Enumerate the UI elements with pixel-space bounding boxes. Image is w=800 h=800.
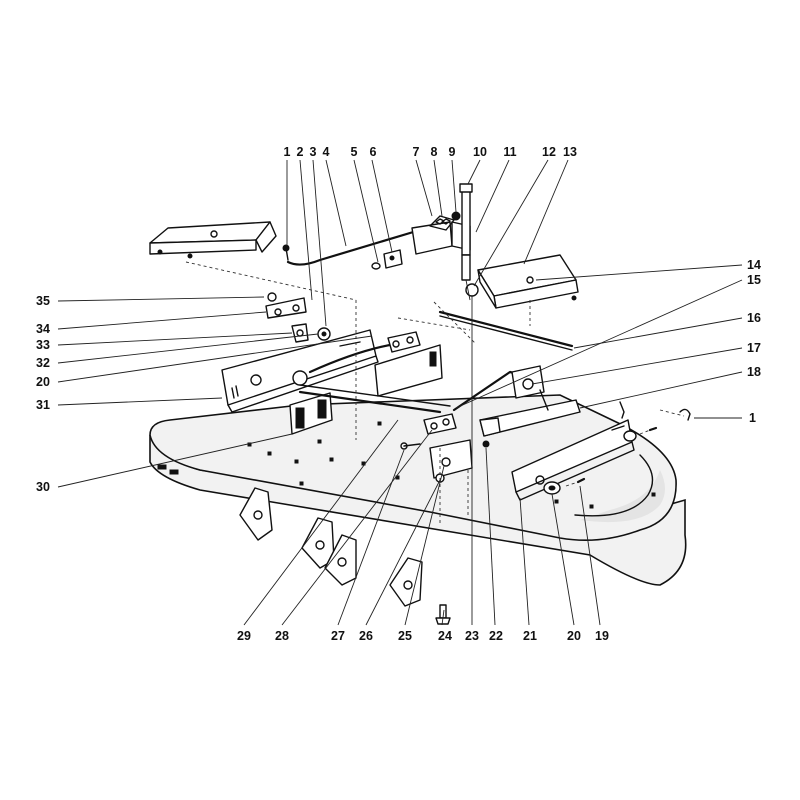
callout-12: 12	[542, 145, 556, 159]
assembly-lines	[185, 261, 685, 525]
left-cover-plate	[149, 221, 277, 259]
callout-27: 27	[331, 629, 345, 643]
callout-34: 34	[36, 322, 50, 336]
callout-6: 6	[370, 145, 377, 159]
callout-15: 15	[747, 273, 761, 287]
callout-20-left: 20	[36, 375, 50, 389]
bracket-6	[371, 249, 403, 270]
deck-hanger-brackets	[239, 487, 423, 607]
callout-9: 9	[449, 145, 456, 159]
washer-pin-19-20	[543, 408, 691, 495]
mower-deck	[149, 394, 687, 586]
callout-19: 19	[595, 629, 609, 643]
callout-23: 23	[465, 629, 479, 643]
callout-20-bottom: 20	[567, 629, 581, 643]
callout-30: 30	[36, 480, 50, 494]
callout-14: 14	[747, 258, 761, 272]
callout-31: 31	[36, 398, 50, 412]
callout-7: 7	[413, 145, 420, 159]
callout-1-right: 1	[749, 411, 756, 425]
callout-35: 35	[36, 294, 50, 308]
callout-29: 29	[237, 629, 251, 643]
left-mount-bracket	[289, 392, 333, 435]
center-bracket	[479, 389, 581, 437]
callout-17: 17	[747, 341, 761, 355]
callout-2: 2	[297, 145, 304, 159]
callout-1: 1	[284, 145, 291, 159]
upper-rod	[438, 310, 574, 351]
callout-28: 28	[275, 629, 289, 643]
callout-16: 16	[747, 311, 761, 325]
callout-5: 5	[351, 145, 358, 159]
center-hardware	[400, 283, 490, 625]
link-parts-32-35	[265, 292, 331, 343]
callout-8: 8	[431, 145, 438, 159]
callout-18: 18	[747, 365, 761, 379]
callout-24: 24	[438, 629, 452, 643]
callout-32: 32	[36, 356, 50, 370]
callout-26: 26	[359, 629, 373, 643]
callout-10: 10	[473, 145, 487, 159]
cross-rod-assembly	[292, 331, 457, 435]
right-side-plate	[511, 401, 635, 501]
callout-33: 33	[36, 338, 50, 352]
callout-25: 25	[398, 629, 412, 643]
callout-3: 3	[310, 145, 317, 159]
callout-21: 21	[523, 629, 537, 643]
callout-labels: 1 2 3 4 5 6 7 8 9 10 11 12 13 14 15 16 1…	[36, 145, 761, 643]
callout-13: 13	[563, 145, 577, 159]
control-rod-4	[282, 228, 422, 266]
leader-lines	[57, 159, 743, 626]
callout-22: 22	[489, 629, 503, 643]
callout-4: 4	[323, 145, 330, 159]
right-cover-plate	[477, 254, 579, 309]
lever-bracket-11	[411, 183, 473, 301]
left-side-plate	[221, 329, 443, 413]
right-arm-link	[452, 365, 545, 412]
callout-11: 11	[503, 145, 516, 159]
